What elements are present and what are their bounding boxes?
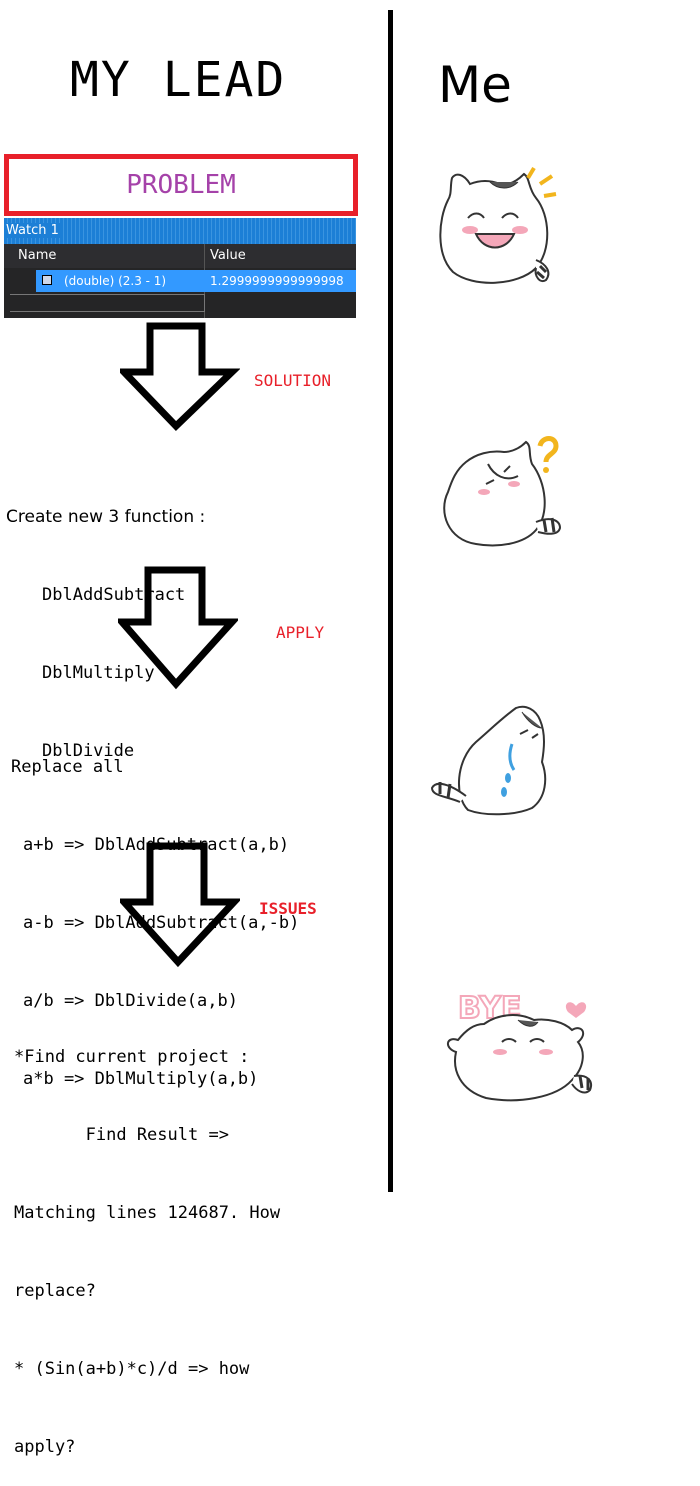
step1-item: DblAddSubtract [42, 585, 186, 605]
watch-row-value: 1.2999999999999998 [210, 274, 344, 288]
step1-heading: Create new 3 function : [6, 507, 206, 527]
step2-heading: Replace all [11, 757, 124, 777]
down-arrow-icon [120, 322, 240, 431]
step1-item: DblMultiply [42, 663, 155, 683]
vertical-divider [388, 10, 393, 1192]
bye-cat-sticker-icon: BYE [447, 990, 592, 1102]
step2-item: a-b => DblAddSubtract(a,-b) [23, 913, 300, 933]
step1-item: DblDivide [42, 741, 135, 761]
column-value[interactable]: Value [210, 248, 246, 263]
step3-line: replace? [14, 1281, 96, 1301]
step3-line: * (Sin(a+b)*c)/d => how [14, 1359, 250, 1379]
title-my-lead: MY LEAD [70, 52, 287, 108]
issues-label: ISSUES [259, 899, 317, 918]
step2-item: a*b => DblMultiply(a,b) [23, 1069, 259, 1089]
solution-label: SOLUTION [254, 371, 332, 390]
crying-cat-sticker-icon [430, 705, 547, 816]
problem-label: PROBLEM [126, 170, 236, 200]
confused-cat-sticker-icon [443, 436, 562, 547]
solution-text: Create new 3 function : DblAddSubtract D… [6, 452, 205, 790]
step2-item: a/b => DblDivide(a,b) [23, 991, 238, 1011]
apply-label: APPLY [276, 623, 325, 642]
problem-box: PROBLEM [4, 154, 358, 216]
watch-row-name: (double) (2.3 - 1) [64, 274, 167, 288]
watch-tab[interactable]: Watch 1 [4, 218, 356, 244]
step2-item: a+b => DblAddSubtract(a,b) [23, 835, 290, 855]
down-arrow-icon [118, 566, 238, 690]
down-arrow-icon [120, 842, 240, 968]
watch-row[interactable]: (double) (2.3 - 1) 1.2999999999999998 [36, 270, 356, 292]
apply-text: Replace all a+b => DblAddSubtract(a,b) a… [11, 702, 299, 1118]
watch-panel: Watch 1 Name Value (double) (2.3 - 1) 1.… [4, 218, 356, 318]
watch-header: Name Value [4, 244, 356, 268]
column-name[interactable]: Name [18, 248, 57, 263]
issues-text: *Find current project : Find Result => M… [14, 992, 280, 1486]
variable-icon [42, 275, 52, 285]
step3-line: apply? [14, 1437, 76, 1457]
step3-line: Matching lines 124687. How [14, 1203, 281, 1223]
happy-cat-sticker-icon [439, 166, 557, 284]
watch-title: Watch 1 [6, 223, 63, 238]
title-me: Me [438, 56, 512, 114]
watch-empty-row[interactable] [10, 294, 205, 312]
step3-line: *Find current project : [14, 1047, 250, 1067]
step3-line: Find Result => [14, 1125, 229, 1145]
